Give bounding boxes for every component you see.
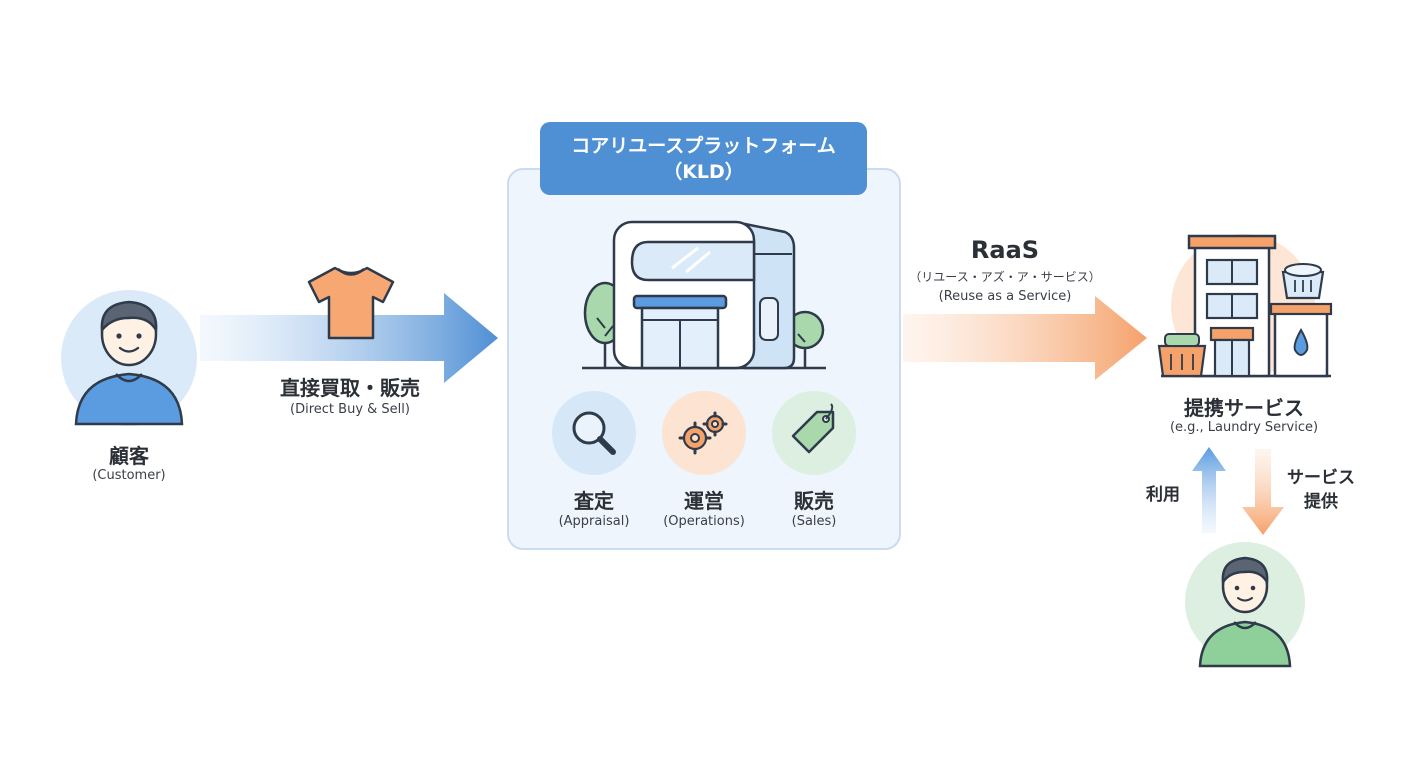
store-building-icon bbox=[582, 220, 826, 370]
price-tag-icon bbox=[772, 391, 856, 475]
magnifier-icon bbox=[552, 391, 636, 475]
customer-sublabel: (Customer) bbox=[92, 468, 166, 483]
provide-arrow-down bbox=[1242, 449, 1284, 535]
platform-title: コアリユースプラットフォーム （KLD） bbox=[540, 122, 867, 195]
platform-title-line1: コアリユースプラットフォーム bbox=[571, 134, 836, 157]
use-arrow-up bbox=[1192, 447, 1226, 533]
raas-arrow bbox=[903, 296, 1147, 380]
use-label: 利用 bbox=[1146, 485, 1180, 505]
function-sublabel-appraisal: (Appraisal) bbox=[558, 514, 630, 529]
partner-label: 提携サービス bbox=[1184, 396, 1304, 420]
platform-title-line2: （KLD） bbox=[663, 160, 744, 183]
partner-sublabel: (e.g., Laundry Service) bbox=[1169, 420, 1319, 435]
customer-label: 顧客 bbox=[109, 444, 149, 468]
partner-building-icon bbox=[1157, 234, 1333, 378]
provide-label: サービス 提供 bbox=[1276, 466, 1366, 514]
end-user-avatar bbox=[1185, 542, 1305, 668]
provide-label-line2: 提供 bbox=[1304, 492, 1338, 512]
tshirt-icon bbox=[307, 266, 395, 340]
raas-subtitle-jp: （リユース・アズ・ア・サービス） bbox=[909, 270, 1101, 284]
function-label-appraisal: 査定 bbox=[574, 489, 614, 513]
function-label-sales: 販売 bbox=[794, 489, 834, 513]
direct-flow-sublabel: (Direct Buy & Sell) bbox=[290, 402, 410, 417]
function-label-operations: 運営 bbox=[684, 489, 724, 513]
function-sublabel-operations: (Operations) bbox=[663, 514, 745, 529]
raas-subtitle-en: (Reuse as a Service) bbox=[938, 289, 1072, 304]
direct-flow-label: 直接買取・販売 bbox=[280, 376, 420, 400]
raas-title: RaaS bbox=[970, 236, 1040, 264]
gears-icon bbox=[662, 391, 746, 475]
customer-avatar bbox=[61, 290, 197, 426]
function-sublabel-sales: (Sales) bbox=[791, 514, 837, 529]
provide-label-line1: サービス bbox=[1287, 468, 1355, 488]
